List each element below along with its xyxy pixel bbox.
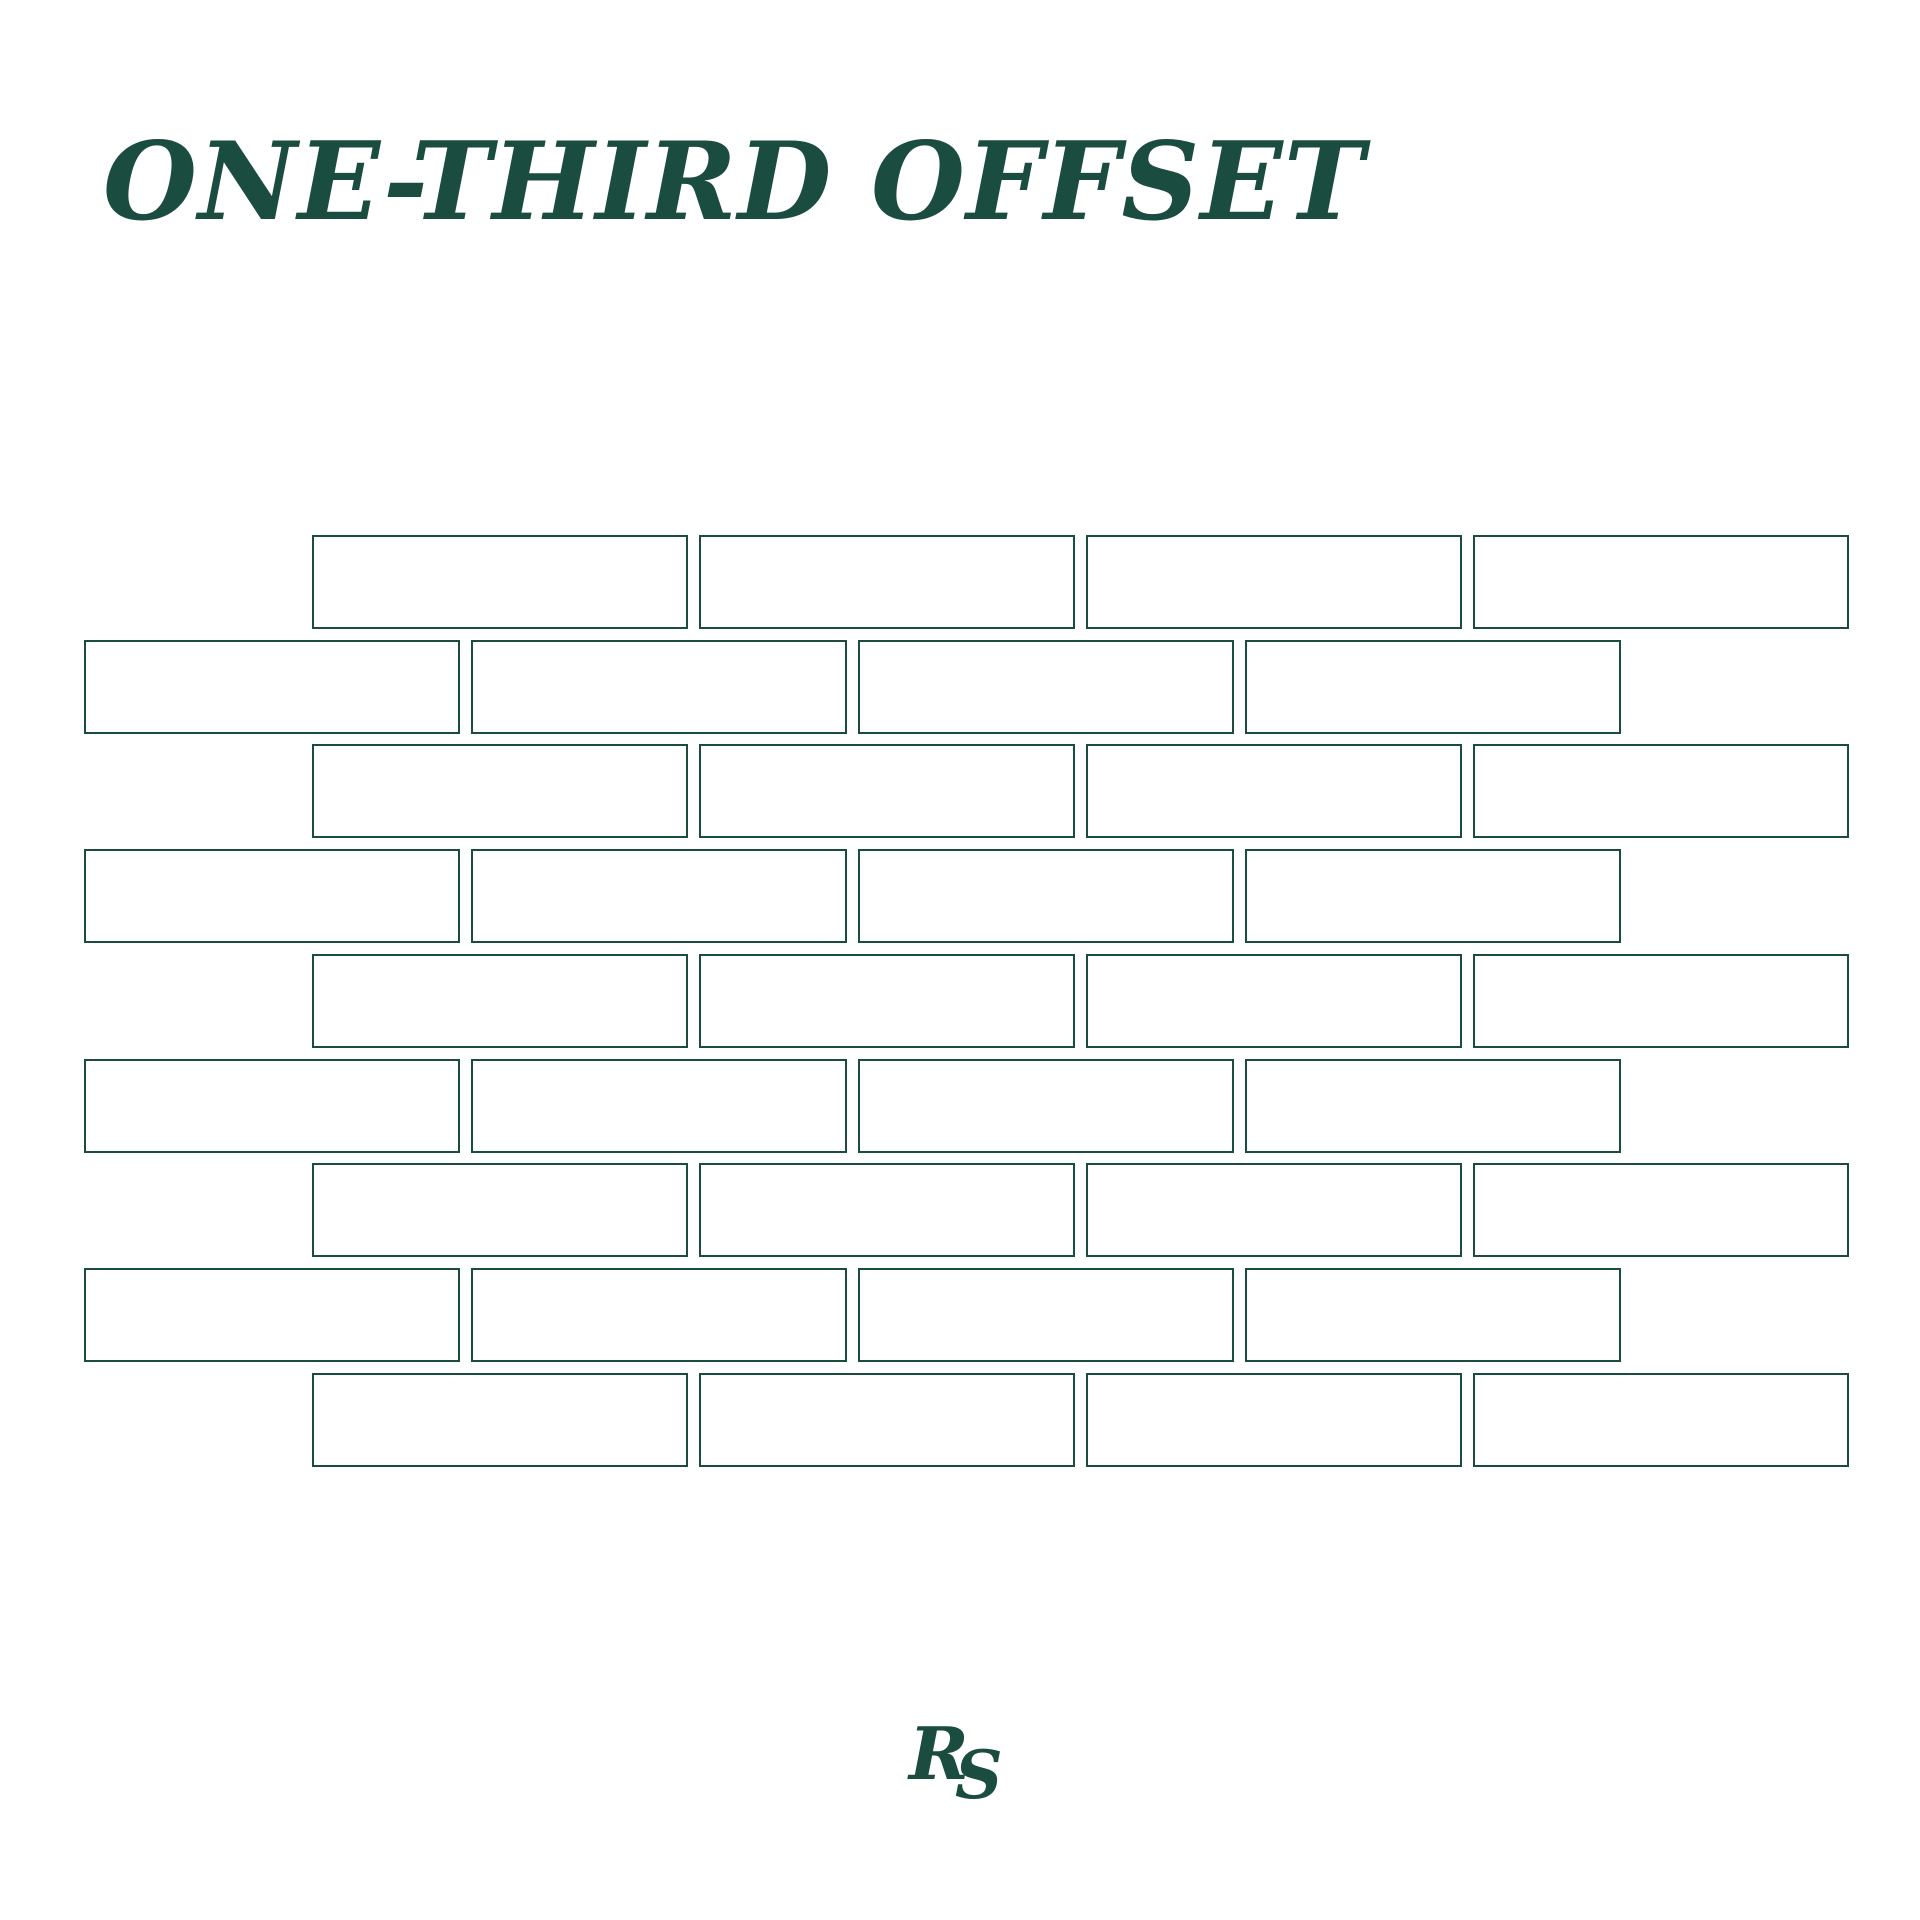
tile [312, 535, 688, 629]
tile [471, 640, 847, 734]
tile [1086, 954, 1462, 1048]
tile [1086, 1373, 1462, 1467]
tile [1473, 535, 1849, 629]
tile [471, 1268, 847, 1362]
tile [1086, 1163, 1462, 1257]
tile [858, 1268, 1234, 1362]
tile [84, 1268, 460, 1362]
tile [1086, 535, 1462, 629]
tile [471, 1059, 847, 1153]
tile [312, 954, 688, 1048]
page-title: ONE-THIRD OFFSET [103, 119, 1366, 245]
tile [699, 954, 1075, 1048]
tile [312, 1373, 688, 1467]
tile [858, 1059, 1234, 1153]
tile [858, 849, 1234, 943]
tile [699, 744, 1075, 838]
tile [699, 1163, 1075, 1257]
tile [84, 849, 460, 943]
tile [471, 849, 847, 943]
tile [84, 640, 460, 734]
tile [1245, 640, 1621, 734]
tile [312, 744, 688, 838]
tile [1473, 1163, 1849, 1257]
tile [699, 535, 1075, 629]
tile [1473, 954, 1849, 1048]
tile [1245, 849, 1621, 943]
tile [1086, 744, 1462, 838]
tile [1473, 1373, 1849, 1467]
tile [858, 640, 1234, 734]
tile [1245, 1268, 1621, 1362]
tile [84, 1059, 460, 1153]
tile [1473, 744, 1849, 838]
tile [699, 1373, 1075, 1467]
logo-letter-s: S [955, 1736, 1003, 1814]
tile [312, 1163, 688, 1257]
logo-letter-r: R [909, 1711, 969, 1796]
brand-logo: R S [905, 1718, 1025, 1838]
tile [1245, 1059, 1621, 1153]
